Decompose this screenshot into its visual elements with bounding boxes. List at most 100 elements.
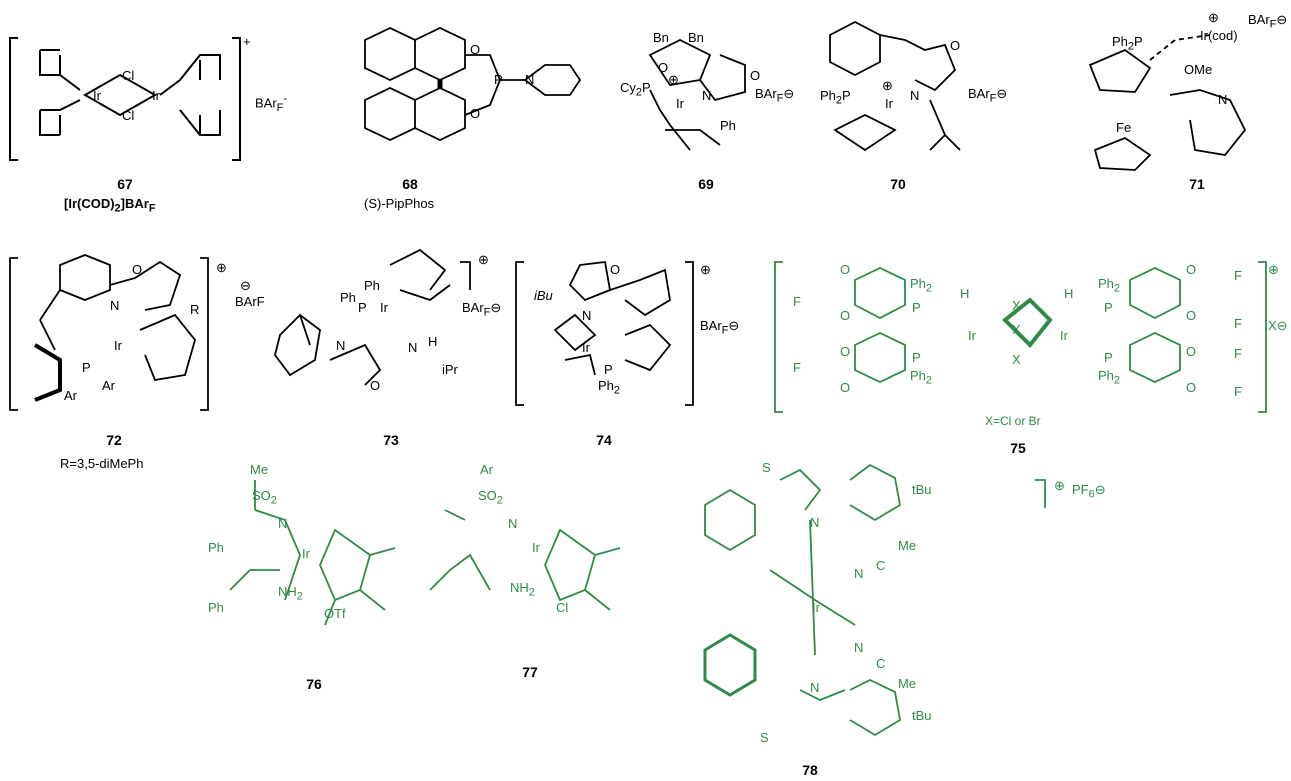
f-atom: F (793, 360, 801, 375)
ipr-group: iPr (442, 362, 458, 377)
o-atom: O (750, 68, 761, 83)
structure-67 (9, 37, 241, 161)
cl-atom: Cl (122, 108, 135, 123)
n-atom: N (525, 72, 535, 87)
h-atom: H (428, 334, 438, 349)
ph-group: Ph (364, 278, 380, 293)
ir-atom: Ir (812, 600, 820, 615)
me-group: Me (898, 676, 917, 691)
n-atom: N (910, 88, 920, 103)
plus-charge: ⊕ (1054, 478, 1065, 493)
compound-number-77: 77 (522, 664, 538, 680)
s-atom: S (762, 460, 771, 475)
counterion-75: X⊖ (1268, 318, 1288, 333)
ph-group: Ph (340, 290, 356, 305)
ph2p-group: Ph2P (820, 88, 851, 107)
structure-69 (648, 38, 746, 151)
n-atom: N (854, 566, 864, 581)
p-atom: P (82, 360, 91, 375)
o-atom: O (840, 344, 851, 359)
structure-68 (364, 27, 582, 141)
s-atom: S (760, 730, 769, 745)
sublabel-72: R=3,5-diMePh (60, 456, 144, 471)
structure-72 (9, 254, 209, 411)
compound-number-78: 78 (802, 762, 818, 778)
structure-78 (703, 463, 1046, 737)
h-atom: H (960, 286, 970, 301)
ph-group: Ph (720, 118, 736, 133)
plus-charge: ⊕ (478, 252, 489, 267)
sublabel-75: X=Cl or Br (985, 414, 1041, 428)
ir-atom: Ir (114, 338, 122, 353)
compound-number-76: 76 (306, 676, 322, 692)
ir-atom: Ir (302, 546, 310, 561)
ir-atom: Ir (582, 340, 590, 355)
structure-74 (515, 261, 694, 406)
ir-atom: Ir (968, 328, 976, 343)
cy2p-group: Cy2P (620, 80, 651, 99)
ph-group: Ph (208, 600, 224, 615)
plus-charge: ⊕ (1268, 262, 1279, 277)
o-atom: O (1186, 344, 1197, 359)
structure-77 (429, 509, 621, 611)
ph2-group: Ph2 (1098, 276, 1121, 295)
ph2-group: Ph2 (910, 276, 933, 295)
structure-76 (229, 480, 396, 626)
me-group: Me (250, 462, 269, 477)
o-atom: O (840, 308, 851, 323)
o-atom: O (610, 262, 621, 277)
r-group: R (190, 302, 200, 317)
plus-charge: ⊕ (668, 72, 679, 87)
compound-number-67: 67 (117, 176, 133, 192)
ir-atom: Ir (676, 96, 684, 111)
n-atom: N (810, 515, 820, 530)
o-atom: O (1186, 308, 1197, 323)
ir-atom: Ir (152, 88, 160, 103)
ar-group: Ar (480, 462, 493, 477)
o-atom: O (370, 378, 381, 393)
structure-71 (1088, 34, 1247, 171)
o-atom: O (840, 380, 851, 395)
sublabel-68: (S)-PipPhos (364, 196, 435, 211)
o-atom: O (658, 60, 669, 75)
o-atom: O (132, 262, 143, 277)
f-atom: F (1234, 316, 1242, 331)
compound-number-74: 74 (596, 432, 612, 448)
counterion-73: BArF⊖ (462, 300, 502, 319)
n-atom: N (810, 680, 820, 695)
f-atom: F (1234, 346, 1242, 361)
ir-atom: Ir (1060, 328, 1068, 343)
compound-number-70: 70 (890, 176, 906, 192)
ar-group: Ar (64, 388, 77, 403)
minus-charge: ⊖ (240, 278, 251, 293)
nh2-group: NH2 (510, 580, 535, 599)
p-atom: P (1104, 350, 1113, 365)
me-group: Me (898, 538, 917, 553)
counterion-78: PF6⊖ (1072, 482, 1106, 501)
n-atom: N (1218, 92, 1228, 107)
counterion-70: BArF⊖ (968, 86, 1008, 105)
p-atom: P (912, 350, 921, 365)
cl-atom: Cl (122, 68, 135, 83)
f-atom: F (1234, 384, 1242, 399)
counterion-74: BArF⊖ (700, 318, 740, 337)
tbu-group: tBu (912, 708, 932, 723)
o-atom: O (470, 42, 481, 57)
compound-number-69: 69 (698, 176, 714, 192)
ar-group: Ar (102, 378, 115, 393)
sublabel-67: [Ir(COD)2]BArF (64, 196, 156, 215)
o-atom: O (1186, 262, 1197, 277)
ph2-group: Ph2 (598, 378, 621, 397)
plus-charge: ⊕ (882, 78, 893, 93)
ph2-group: Ph2 (910, 368, 933, 387)
x-atom: X (1012, 322, 1021, 337)
ir-atom: Ir (532, 540, 540, 555)
p-atom: P (912, 300, 921, 315)
n-atom: N (110, 298, 120, 313)
p-atom: P (494, 72, 503, 87)
counterion-71: BArF⊖ (1248, 12, 1288, 31)
plus-charge: ⊕ (216, 260, 227, 275)
counterion-67: BArF- (255, 93, 288, 114)
n-atom: N (408, 340, 418, 355)
